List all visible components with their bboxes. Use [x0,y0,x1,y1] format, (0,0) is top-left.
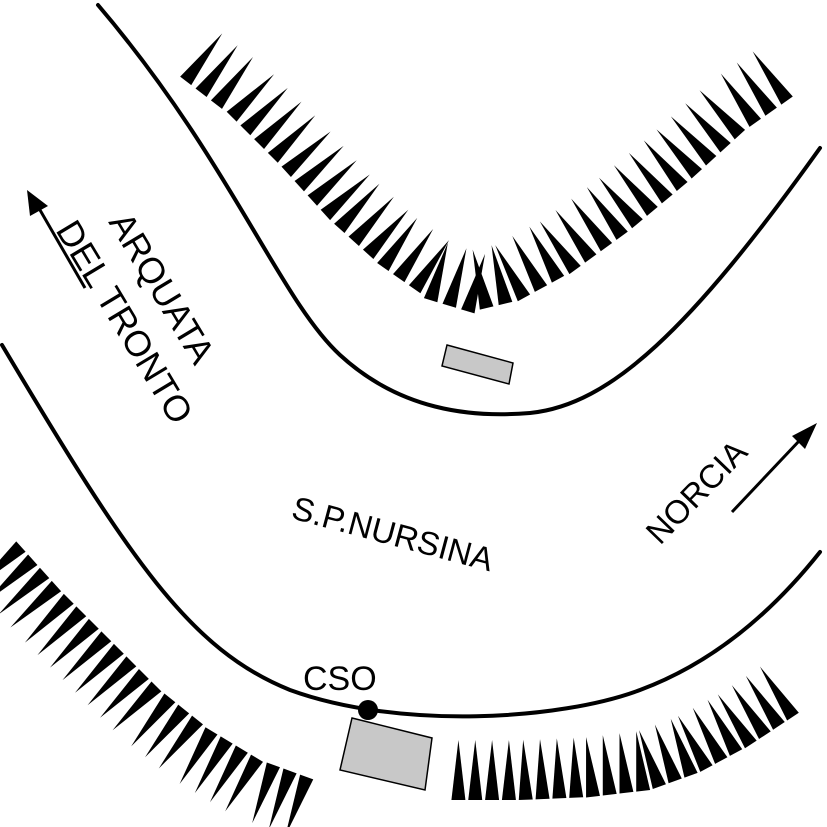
upper-spike [555,210,597,263]
lower-left-spike [100,668,149,718]
upper-spike [267,115,316,163]
lower-right-spike [639,730,666,790]
lower-left-spike [158,715,203,769]
lower-right-spike [569,737,584,798]
lower-left-spike [24,593,74,643]
upper-spike [281,131,331,178]
lower-right-spike [759,666,799,721]
lower-right-spike [468,740,483,800]
upper-spike [599,177,643,229]
upper-spike [408,240,450,294]
lower-right-spike [501,740,516,800]
upper-spike [656,129,703,179]
upper-building [441,344,514,385]
upper-road-edge [96,3,822,417]
lower-right-spike [535,739,550,800]
lower-left-slope-hachures [0,541,314,827]
lower-building [339,717,433,791]
upper-spike [294,145,344,192]
lower-left-spike [131,693,176,747]
upper-spike [736,62,777,116]
upper-spike [628,152,673,204]
lower-right-spike [731,685,771,740]
upper-spike [472,249,494,310]
upper-spike [334,183,380,234]
lower-right-spike [552,738,567,799]
lower-left-spike [269,768,297,827]
lower-right-spike [745,675,785,730]
upper-spike [699,90,746,140]
lower-right-spike [707,699,743,756]
upper-spike [180,33,223,86]
upper-spike [210,57,254,109]
upper-slope-hachures [180,33,793,314]
lower-left-spike [10,580,62,628]
lower-left-spike [287,774,314,827]
lower-right-spike [636,731,651,792]
lower-left-spike [225,754,264,812]
lower-road-edge [0,343,822,719]
lower-right-spike [677,715,713,772]
road-name-label: S.P.NURSINA [288,489,497,578]
lower-right-spike [717,694,757,749]
upper-spike [240,87,288,136]
lower-left-spike [112,681,162,731]
lower-left-spike [252,762,280,824]
upper-spike [643,140,688,192]
lower-right-spike [602,735,617,796]
upper-spike [320,174,370,221]
upper-spike [377,217,418,272]
east-destination-label: NORCIA [638,433,754,551]
lower-right-spike [654,724,682,784]
upper-spike [362,209,409,260]
upper-spike [491,245,513,306]
lower-right-spike [451,740,466,800]
upper-spike [348,196,394,247]
lower-left-spike [144,704,190,758]
lower-left-spike [179,727,218,785]
upper-spike [529,226,565,283]
lower-left-spike [87,656,137,706]
lower-left-spike [75,643,124,693]
lower-right-spike [692,707,728,764]
lower-left-spike [0,554,38,592]
lower-right-spike [586,737,600,798]
upper-spike [512,235,548,292]
lower-left-spike [209,745,248,803]
lower-left-spike [49,618,99,668]
lower-left-spike [37,606,87,656]
station-label: CSO [303,660,377,698]
lower-left-spike [0,541,26,571]
lower-right-spike [485,740,500,800]
lower-right-spike [518,739,533,801]
lower-right-spike [619,733,634,794]
upper-spike [393,228,434,283]
upper-spike [226,74,275,122]
east-arrow-icon [730,423,817,514]
upper-spike [586,187,628,240]
upper-spike [613,165,658,216]
lower-left-spike [62,631,112,681]
lower-right-slope-hachures [451,666,799,801]
upper-spike [423,242,448,303]
upper-spike [495,245,531,302]
upper-spike [442,248,467,308]
upper-spike [195,45,238,98]
west-arrow-icon [27,190,87,289]
upper-spike [571,198,613,252]
lower-left-spike [194,736,233,794]
upper-spike [254,101,302,150]
lower-left-spike [0,567,50,614]
upper-spike [670,116,717,166]
upper-spike [307,160,357,206]
lower-right-spike [670,718,698,778]
cso-station-marker [358,700,378,720]
upper-spike [720,73,761,127]
upper-spike [539,221,581,275]
upper-spike [752,51,793,105]
upper-spike [685,103,731,153]
